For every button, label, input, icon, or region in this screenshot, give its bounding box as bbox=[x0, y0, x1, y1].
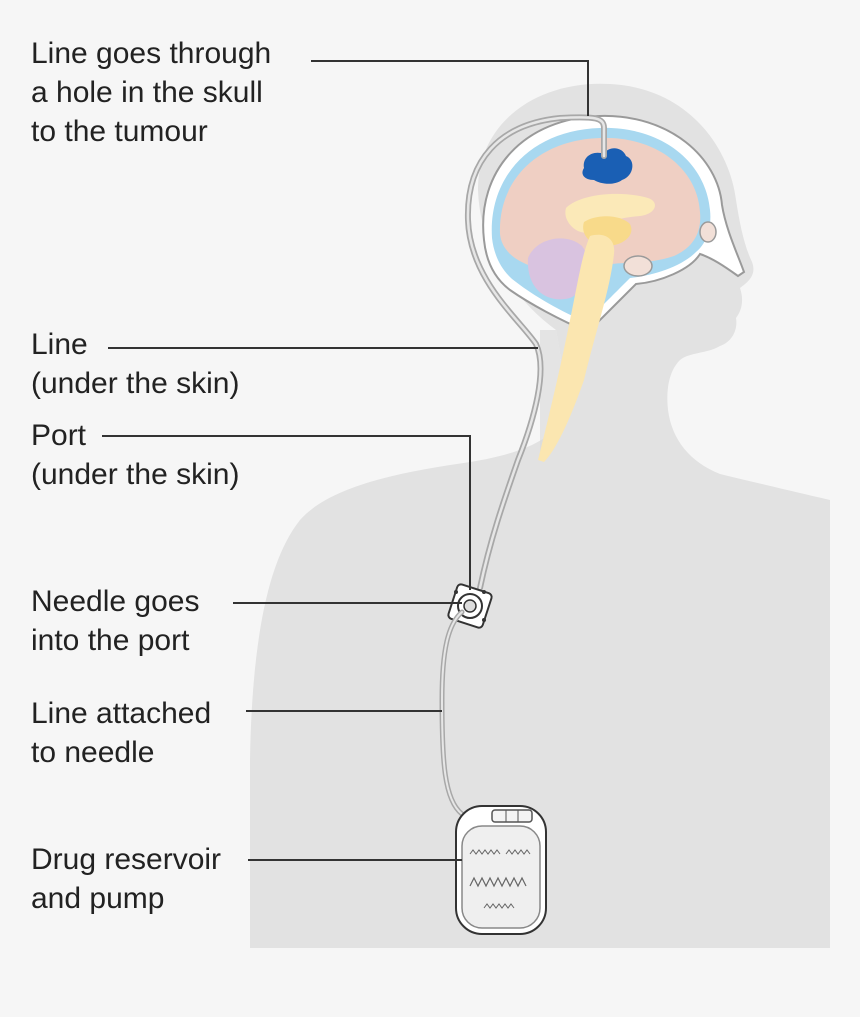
label-pump: Drug reservoir and pump bbox=[31, 840, 221, 918]
needle-line-inner bbox=[440, 611, 463, 815]
label-line-attached-line1: Line attached bbox=[31, 697, 212, 730]
label-line-line2: (under the skin) bbox=[31, 367, 240, 400]
label-port-line1: Port bbox=[31, 419, 87, 452]
brainstem bbox=[538, 234, 615, 462]
label-pump-line1: Drug reservoir bbox=[31, 843, 222, 876]
leader-port bbox=[102, 435, 471, 590]
label-port-line2: (under the skin) bbox=[31, 458, 240, 491]
label-skull-hole-line2: a hole in the skull bbox=[31, 76, 263, 109]
label-needle-line1: Needle goes bbox=[31, 585, 200, 618]
label-line: Line (under the skin) bbox=[31, 325, 239, 403]
tumour bbox=[582, 148, 633, 184]
label-pump-line2: and pump bbox=[31, 882, 165, 915]
pump-icon bbox=[455, 805, 547, 935]
label-skull-hole: Line goes through a hole in the skull to… bbox=[31, 34, 271, 151]
cerebellum bbox=[527, 238, 589, 300]
label-skull-hole-line3: to the tumour bbox=[31, 115, 208, 148]
label-port: Port (under the skin) bbox=[31, 416, 239, 494]
label-line-attached-line2: to needle bbox=[31, 736, 155, 769]
body-silhouette bbox=[250, 83, 830, 948]
label-needle-line2: into the port bbox=[31, 624, 190, 657]
label-line-line1: Line bbox=[31, 328, 88, 361]
catheter-line-inner bbox=[466, 116, 606, 590]
leader-skull-hole bbox=[311, 60, 589, 116]
frontal-sinus bbox=[699, 221, 717, 243]
pituitary bbox=[623, 255, 653, 277]
label-line-attached: Line attached to needle bbox=[31, 694, 211, 772]
label-skull-hole-line1: Line goes through bbox=[31, 37, 272, 70]
label-needle: Needle goes into the port bbox=[31, 582, 199, 660]
